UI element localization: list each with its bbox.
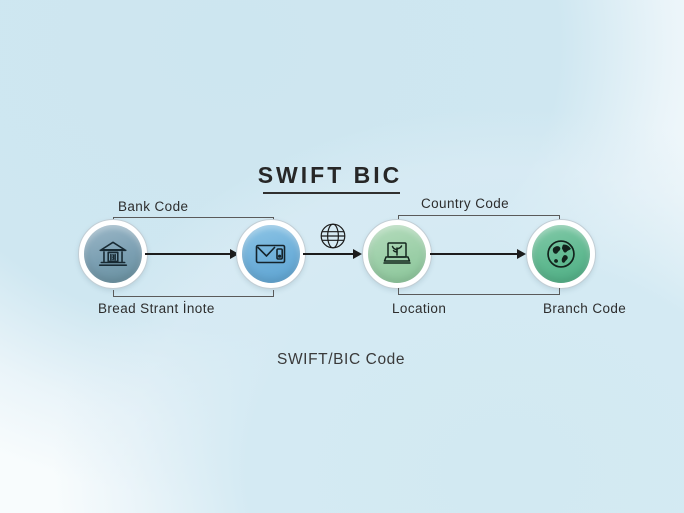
earth-globe-icon bbox=[543, 236, 579, 272]
title-underline bbox=[263, 192, 400, 194]
arrow-mail-to-laptop bbox=[303, 249, 362, 259]
envelope-lock-icon bbox=[253, 240, 289, 268]
branch-code-label: Branch Code bbox=[543, 301, 627, 316]
mail-circle bbox=[242, 225, 300, 283]
location-label: Location bbox=[392, 301, 447, 316]
arrow-bank-to-mail bbox=[145, 249, 239, 259]
node-mail bbox=[236, 219, 306, 289]
bank-code-circle bbox=[84, 225, 142, 283]
bank-building-icon bbox=[96, 237, 130, 271]
node-branch-code bbox=[526, 219, 596, 289]
arrow-laptop-to-earth bbox=[430, 249, 526, 259]
bread-strant-bracket bbox=[113, 290, 274, 297]
bread-strant-inote-label: Bread Strant İnote bbox=[98, 301, 215, 316]
location-circle bbox=[368, 225, 426, 283]
laptop-plant-icon bbox=[379, 238, 415, 270]
country-code-label: Country Code bbox=[421, 196, 510, 211]
page-title: SWIFT BIC bbox=[257, 162, 403, 188]
country-code-bracket bbox=[398, 215, 560, 222]
wireframe-globe-icon bbox=[318, 221, 348, 251]
swift-bic-code-caption: SWIFT/BIC Code bbox=[277, 351, 406, 368]
bank-code-label: Bank Code bbox=[118, 199, 189, 214]
node-location bbox=[362, 219, 432, 289]
location-branch-bracket bbox=[398, 288, 560, 295]
node-bank-code bbox=[78, 219, 148, 289]
branch-code-circle bbox=[532, 225, 590, 283]
bank-code-bracket bbox=[113, 217, 274, 224]
